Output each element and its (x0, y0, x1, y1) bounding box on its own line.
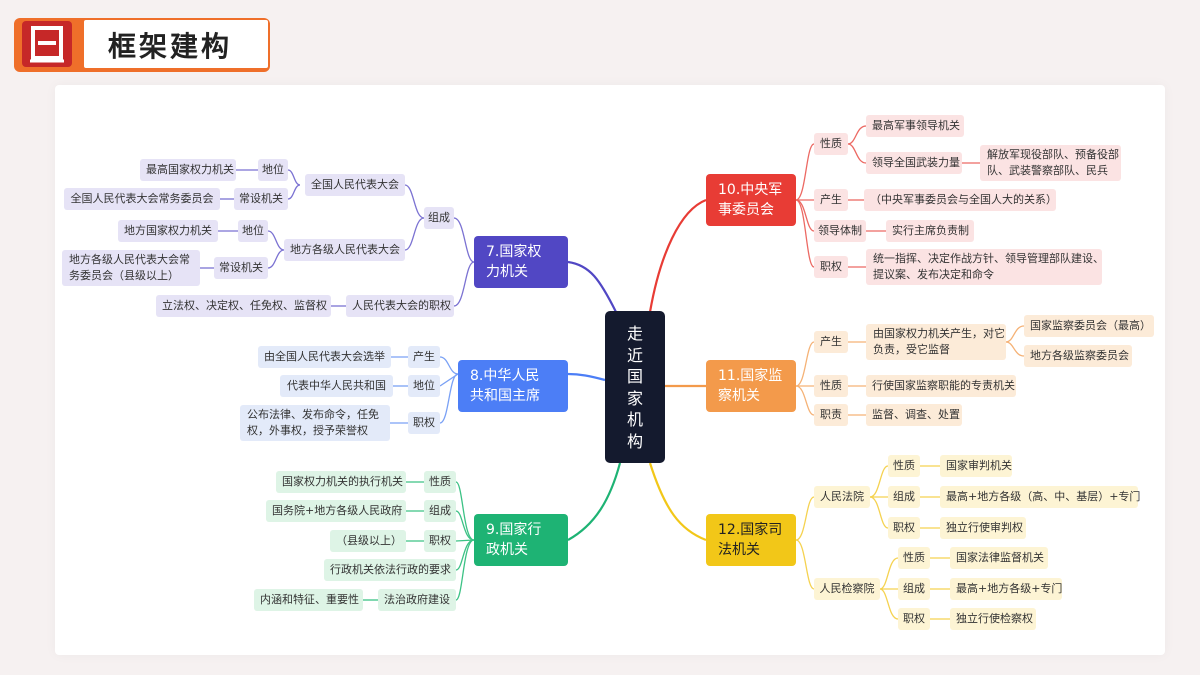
branch-12-node: 12.国家司 法机关 (706, 514, 796, 566)
b8-zhiquan: 职权 (408, 412, 440, 434)
b9-guowu: 国务院+地方各级人民政府 (266, 500, 406, 522)
b7-diwei1: 地位 (258, 159, 288, 181)
b7-qgcw: 全国人民代表大会常务委员会 (64, 188, 220, 210)
b11-chansheng: 产生 (814, 331, 848, 353)
b7-zuigao: 最高国家权力机关 (140, 159, 236, 181)
section-header: 框架建构 (14, 18, 270, 72)
b12-zq1: 职权 (888, 517, 920, 539)
branch-10-node: 10.中央军 事委员会 (706, 174, 796, 226)
b9-zhixing: 国家权力机关的执行机关 (276, 471, 406, 493)
b7-dfcw: 地方各级人民代表大会常 务委员会（县级以上） (62, 250, 200, 286)
b10-tongyi: 统一指挥、决定作战方针、领导管理部队建设、 提议案、发布决定和命令 (866, 249, 1104, 285)
branch-11-node: 11.国家监 察机关 (706, 360, 796, 412)
b12-fayuan: 人民法院 (814, 486, 870, 508)
b12-zq2: 职权 (898, 608, 930, 630)
b9-zucheng: 组成 (424, 500, 456, 522)
b9-neihan: 内涵和特征、重要性 (254, 589, 363, 611)
b10-zhiquan: 职权 (814, 256, 848, 278)
b9-xingzhi: 性质 (424, 471, 456, 493)
b8-daibiao: 代表中华人民共和国 (280, 375, 393, 397)
b11-jiandu: 监督、调查、处置 (866, 404, 962, 426)
b10-lingdao: 领导全国武装力量 (866, 152, 962, 174)
b10-tizhi: 领导体制 (814, 220, 866, 242)
b10-jiefang: 解放军现役部队、预备役部 队、武装警察部队、民兵 (980, 145, 1121, 181)
b8-gongbu: 公布法律、发布命令，任免 权，外事权，授予荣誉权 (240, 405, 390, 441)
b7-diwei2: 地位 (238, 220, 268, 242)
b11-zhize: 职责 (814, 404, 848, 426)
b7-changshe2: 常设机关 (214, 257, 268, 279)
b7-zucheng: 组成 (424, 207, 454, 229)
b9-xianji: （县级以上） (330, 530, 406, 552)
branch-8-node: 8.中华人民 共和国主席 (458, 360, 568, 412)
b12-xz2: 性质 (898, 547, 930, 569)
b10-zuigao: 最高军事领导机关 (866, 115, 964, 137)
b7-changshe1: 常设机关 (234, 188, 288, 210)
b10-guanxi: （中央军事委员会与全国人大的关系） (864, 189, 1057, 211)
b9-fazhi: 法治政府建设 (378, 589, 456, 611)
b11-zhuanze: 行使国家监察职能的专责机关 (866, 375, 1016, 397)
b10-xingzhi: 性质 (814, 133, 848, 155)
b12-zc1: 组成 (888, 486, 920, 508)
b12-jiandu: 国家法律监督机关 (950, 547, 1048, 569)
b11-youguo: 由国家权力机关产生，对它 负责，受它监督 (866, 324, 1006, 360)
b7-dfrd: 地方各级人民代表大会 (284, 239, 405, 261)
b12-duli2: 独立行使检察权 (950, 608, 1036, 630)
b12-duli1: 独立行使审判权 (940, 517, 1026, 539)
b12-shenpan: 国家审判机关 (940, 455, 1012, 477)
b11-xingzhi: 性质 (814, 375, 848, 397)
section-icon (22, 21, 72, 67)
b10-zhuxi: 实行主席负责制 (886, 220, 974, 242)
b12-zuigao2: 最高+地方各级+专门 (950, 578, 1062, 600)
page-title: 框架建构 (108, 30, 233, 63)
b8-diwei: 地位 (408, 375, 440, 397)
b8-chansheng: 产生 (408, 346, 440, 368)
b10-chansheng: 产生 (814, 189, 848, 211)
b12-zuigao1: 最高+地方各级（高、中、基层）+专门 (940, 486, 1140, 508)
b7-dfql: 地方国家权力机关 (118, 220, 218, 242)
b8-xuanju: 由全国人民代表大会选举 (258, 346, 391, 368)
branch-9-node: 9.国家行 政机关 (474, 514, 568, 566)
b7-qgrd: 全国人民代表大会 (305, 174, 405, 196)
b11-difang: 地方各级监察委员会 (1024, 345, 1132, 367)
b12-xz1: 性质 (888, 455, 920, 477)
b7-lifa: 立法权、决定权、任免权、监督权 (156, 295, 331, 317)
b12-zc2: 组成 (898, 578, 930, 600)
b9-yifa: 行政机关依法行政的要求 (324, 559, 456, 581)
branch-7-node: 7.国家权 力机关 (474, 236, 568, 288)
central-topic: 走 近 国 家 机 构 (605, 311, 665, 463)
b12-jianchayuan: 人民检察院 (814, 578, 880, 600)
b11-guojia: 国家监察委员会（最高） (1024, 315, 1154, 337)
b9-zhiquan: 职权 (424, 530, 456, 552)
b7-zhiquan: 人民代表大会的职权 (346, 295, 454, 317)
